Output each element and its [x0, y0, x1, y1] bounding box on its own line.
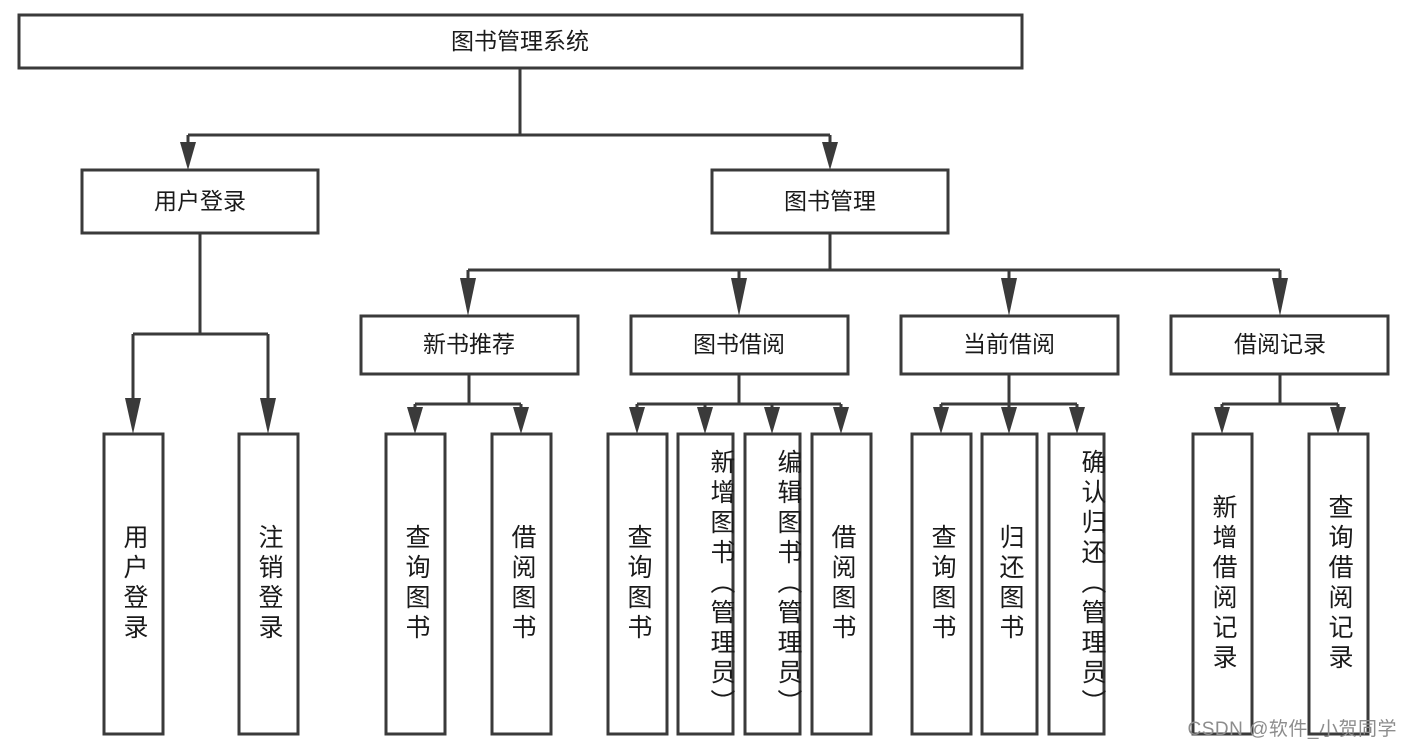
leaf-box-current-borrow-1[interactable]: [910, 432, 973, 736]
node-new-book-recommend[interactable]: 新书推荐: [359, 314, 580, 376]
arrow-icon-bookborrow-leaf-1: [629, 407, 645, 434]
arrow-icon-currentborrow-leaf-2: [1001, 407, 1017, 434]
node-user-login-box[interactable]: [80, 168, 320, 235]
leaf-box-book-borrow-2[interactable]: [676, 432, 735, 736]
arrow-icon-book-manage: [822, 142, 838, 170]
node-book-manage-box[interactable]: [710, 168, 950, 235]
arrow-icon-current-borrow: [1001, 278, 1017, 316]
leaf-box-current-borrow-3[interactable]: [1047, 432, 1106, 736]
connector-currentborrow-to-leaves: [933, 374, 1085, 434]
arrow-icon-currentborrow-leaf-1: [933, 407, 949, 434]
node-borrow-record-label: 借阅记录: [1234, 331, 1326, 357]
arrow-icon-borrow-record: [1272, 278, 1288, 316]
node-root[interactable]: 图书管理系统: [17, 13, 1024, 70]
connector-borrowrecord-to-leaves: [1214, 374, 1346, 434]
node-book-borrow-label: 图书借阅: [693, 331, 785, 357]
node-book-borrow-box[interactable]: [629, 314, 850, 376]
leaf-box-book-borrow-4[interactable]: [810, 432, 873, 736]
leaf-box-user-login-2[interactable]: [237, 432, 300, 736]
arrow-icon-borrowrecord-leaf-1: [1214, 407, 1230, 434]
arrow-icon-book-borrow: [731, 278, 747, 316]
connector-userlogin-to-leaves: [125, 233, 276, 434]
arrow-icon-currentborrow-leaf-3: [1069, 407, 1085, 434]
node-borrow-record[interactable]: 借阅记录: [1169, 314, 1390, 376]
arrow-icon-bookborrow-leaf-2: [697, 407, 713, 434]
leaf-box-current-borrow-2[interactable]: [980, 432, 1039, 736]
leaf-box-new-book-1[interactable]: [384, 432, 447, 736]
node-borrow-record-box[interactable]: [1169, 314, 1390, 376]
node-current-borrow-label: 当前借阅: [963, 331, 1055, 357]
node-user-login-label: 用户登录: [154, 188, 246, 214]
connector-root-to-level2: [180, 68, 838, 170]
arrow-icon-bookborrow-leaf-3: [764, 407, 780, 434]
leaf-box-book-borrow-3[interactable]: [743, 432, 802, 736]
leaf-box-book-borrow-1[interactable]: [606, 432, 669, 736]
leaf-box-user-login-1[interactable]: [102, 432, 165, 736]
arrow-icon-bookborrow-leaf-4: [833, 407, 849, 434]
node-book-borrow[interactable]: 图书借阅: [629, 314, 850, 376]
leaf-box-new-book-2[interactable]: [490, 432, 553, 736]
node-user-login[interactable]: 用户登录: [80, 168, 320, 235]
arrow-icon-leaf-logout: [260, 398, 276, 434]
arrow-icon-user-login: [180, 142, 196, 170]
node-new-book-recommend-label: 新书推荐: [423, 331, 515, 357]
arrow-icon-newbook-leaf-1: [407, 407, 423, 434]
leaf-box-borrow-record-1[interactable]: [1191, 432, 1254, 736]
arrow-icon-newbook-leaf-2: [513, 407, 529, 434]
leaf-box-borrow-record-2[interactable]: [1307, 432, 1370, 736]
node-new-book-recommend-box[interactable]: [359, 314, 580, 376]
node-book-manage[interactable]: 图书管理: [710, 168, 950, 235]
node-root-box[interactable]: [17, 13, 1024, 70]
watermark-text: CSDN @软件_小贺同学: [1187, 719, 1397, 740]
connector-newbook-to-leaves: [407, 374, 529, 434]
connector-bookmanage-to-level3: [460, 233, 1288, 316]
node-root-label: 图书管理系统: [451, 28, 589, 54]
arrow-icon-leaf-user-login: [125, 398, 141, 434]
arrow-icon-borrowrecord-leaf-2: [1330, 407, 1346, 434]
node-current-borrow[interactable]: 当前借阅: [899, 314, 1120, 376]
arrow-icon-new-book: [460, 278, 476, 316]
node-book-manage-label: 图书管理: [784, 188, 876, 214]
node-current-borrow-box[interactable]: [899, 314, 1120, 376]
connector-bookborrow-to-leaves: [629, 374, 849, 434]
